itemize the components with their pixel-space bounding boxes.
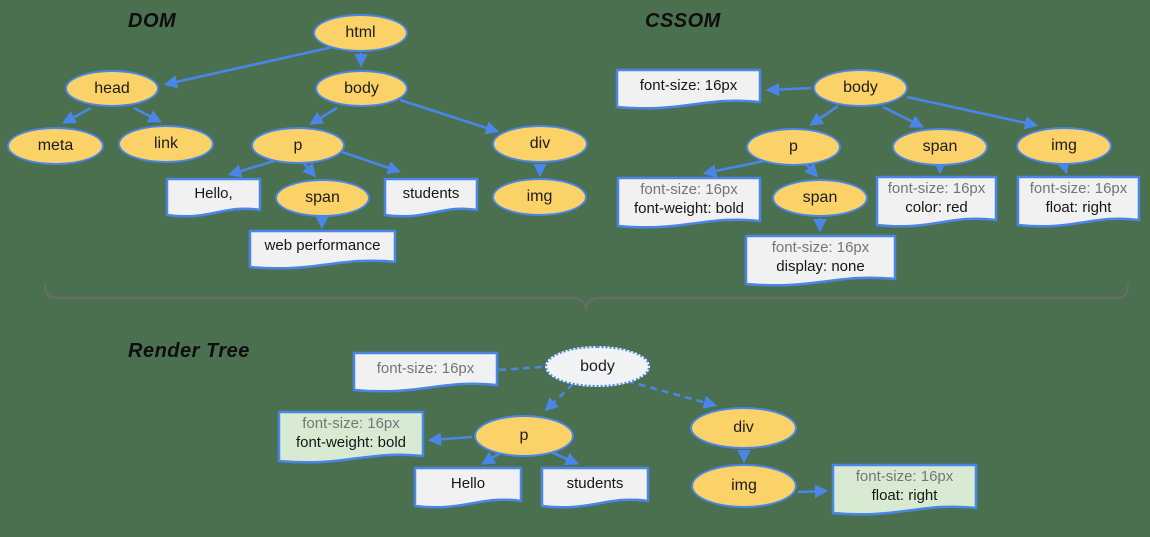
dom-node-meta: meta [7, 127, 104, 165]
arrow-body-to-div [399, 98, 500, 135]
cssom-node-p: p [746, 128, 841, 166]
dom-section-title: DOM [128, 10, 177, 32]
combine-brace [44, 282, 1129, 311]
dom-node-div: div [492, 125, 588, 163]
dom-node-body: body [315, 70, 408, 107]
render-node-body: body [545, 346, 650, 387]
document-shape [615, 68, 762, 110]
arrow-body-to-p [309, 106, 338, 125]
document-shape [277, 410, 425, 464]
render-style-img: font-size: 16px float: right [831, 463, 978, 520]
document-shape [875, 175, 998, 228]
cssom-rule-span: font-size: 16px color: red [875, 175, 998, 232]
arrow-p-to-students [341, 150, 402, 175]
document-shape [540, 466, 650, 509]
arrow-cssom-body-to-rule [765, 82, 812, 97]
arrow-cssom-body-to-p [809, 104, 839, 126]
document-shape [744, 234, 897, 287]
render-node-p: p [474, 415, 574, 457]
document-shape [616, 176, 762, 229]
document-shape [352, 351, 499, 393]
cssom-rule-span-child: font-size: 16px display: none [744, 234, 897, 291]
arrow-html-to-head [163, 45, 334, 89]
render-node-div: div [690, 407, 797, 449]
document-shape [383, 177, 479, 218]
arrow-cssom-p-to-spanchild [804, 162, 819, 178]
render-style-body: font-size: 16px [352, 351, 499, 397]
arrow-cssom-body-to-img [906, 95, 1039, 130]
arrow-head-to-meta [62, 106, 92, 124]
render-node-img: img [691, 464, 797, 508]
cssom-section-title: CSSOM [645, 10, 721, 32]
arrow-render-p-to-students [550, 450, 580, 466]
dom-node-p: p [251, 127, 345, 164]
render-textnode-students: students [540, 466, 650, 513]
cssom-rule-p: font-size: 16px font-weight: bold [616, 176, 762, 233]
dom-node-link: link [118, 125, 214, 163]
document-shape [413, 466, 523, 509]
arrow-cssom-img-to-rule [1056, 159, 1070, 175]
dom-textnode-students: students [383, 177, 479, 222]
cssom-node-body: body [813, 69, 908, 107]
arrow-render-img-to-style [797, 484, 829, 499]
cssom-rule-body: font-size: 16px [615, 68, 762, 114]
render-tree-section-title: Render Tree [128, 340, 250, 362]
cssom-node-span: span [892, 128, 988, 166]
dom-node-html: html [313, 14, 408, 52]
arrow-head-to-link [133, 106, 162, 123]
arrow-render-body-to-p [544, 383, 574, 412]
render-style-p: font-size: 16px font-weight: bold [277, 410, 425, 468]
document-shape [1016, 175, 1141, 228]
dom-textnode-hello: Hello, [165, 177, 262, 222]
document-shape [831, 463, 978, 516]
cssom-node-img: img [1016, 127, 1112, 165]
arrow-cssom-body-to-span [882, 105, 925, 128]
document-shape [248, 229, 397, 270]
dom-node-img: img [492, 178, 587, 216]
cssom-node-span-child: span [772, 179, 868, 217]
dom-node-head: head [65, 70, 159, 107]
arrow-render-body-to-div [626, 379, 718, 409]
document-shape [165, 177, 262, 218]
render-textnode-hello: Hello [413, 466, 523, 513]
dom-node-span: span [275, 179, 370, 217]
cssom-rule-img: font-size: 16px float: right [1016, 175, 1141, 232]
arrow-p-to-span [302, 161, 317, 178]
arrow-render-p-to-style [427, 432, 473, 447]
arrow-cssom-p-to-rule [702, 159, 765, 178]
arrow-p-to-hello [227, 159, 275, 178]
dom-textnode-web-performance: web performance [248, 229, 397, 274]
